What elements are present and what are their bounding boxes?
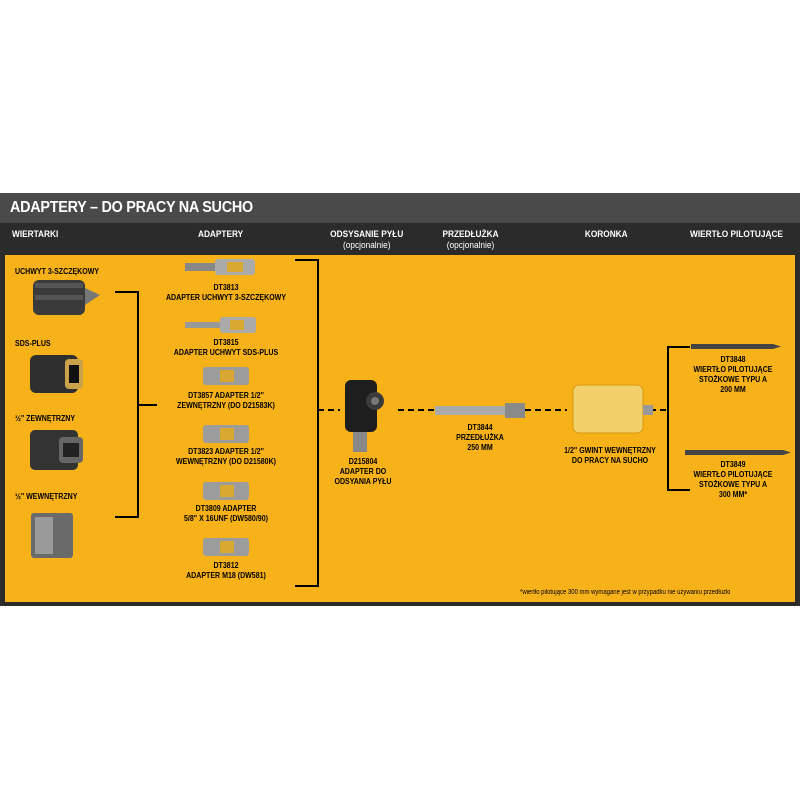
pilot-length: 300 MM* bbox=[718, 490, 748, 499]
adapter-label-dt3815: DT3815 ADAPTER UCHWYT SDS-PLUS bbox=[164, 338, 289, 358]
external-thread-icon bbox=[30, 430, 83, 470]
adapter-label-dt3857: DT3857 ADAPTER 1/2" ZEWNĘTRZNY (DO D2158… bbox=[164, 391, 289, 411]
adapter-code: DT3815 bbox=[213, 338, 239, 347]
pilot-bracket bbox=[667, 346, 690, 491]
pilot-drill-300-icon bbox=[685, 450, 791, 455]
adapter-desc: ADAPTER UCHWYT 3-SZCZĘKOWY bbox=[165, 293, 287, 302]
extension-rod-icon bbox=[435, 403, 525, 418]
internal-thread-icon bbox=[31, 513, 73, 558]
adapter-label-dt3812: DT3812 ADAPTER M18 (DW581) bbox=[164, 561, 289, 581]
extension-desc: PRZEDŁUŻKA bbox=[456, 433, 504, 442]
extension-length: 250 MM bbox=[467, 443, 493, 452]
header-dust-optional: (opcjonalnie) bbox=[343, 240, 391, 250]
diagram-panel: ADAPTERY – DO PRACY NA SUCHO WIERTARKI A… bbox=[0, 193, 800, 606]
drill-bracket bbox=[115, 291, 139, 518]
pilot-drill-200-icon bbox=[691, 344, 781, 349]
adapter-label-dt3809: DT3809 ADAPTER 5/8" X 16UNF (DW580/90) bbox=[164, 504, 289, 524]
dust-adapter-label: D215804 ADAPTER DO ODSYANIA PYŁU bbox=[328, 457, 398, 487]
connector-lines bbox=[115, 259, 690, 587]
drill-label-external: ½" ZEWNĘTRZNY bbox=[15, 414, 76, 423]
adapter-desc: 5/8" X 16UNF (DW580/90) bbox=[184, 514, 268, 523]
pilot-desc-2: STOŻKOWE TYPU A bbox=[698, 375, 768, 384]
pilot-desc-2: STOŻKOWE TYPU A bbox=[698, 480, 768, 489]
drill-label-internal: ½" WEWNĘTRZNY bbox=[15, 492, 78, 501]
header-dust: ODSYSANIE PYŁU (opcjonalnie) bbox=[330, 229, 403, 251]
adapter-desc: ZEWNĘTRZNY (DO D21583K) bbox=[177, 401, 275, 410]
title-bar: ADAPTERY – DO PRACY NA SUCHO bbox=[0, 193, 800, 223]
sds-plus-chuck-icon bbox=[30, 355, 83, 393]
adapter-code: DT3857 ADAPTER 1/2" bbox=[188, 391, 264, 400]
dust-desc-1: ADAPTER DO bbox=[339, 467, 387, 476]
adapter-code: DT3823 ADAPTER 1/2" bbox=[188, 447, 264, 456]
diagram-body: UCHWYT 3-SZCZĘKOWY SDS-PLUS ½" ZEWNĘTRZN… bbox=[5, 255, 795, 602]
header-dust-label: ODSYSANIE PYŁU bbox=[330, 229, 404, 239]
core-bit-icon bbox=[572, 384, 653, 434]
adapter-code: DT3812 bbox=[213, 561, 239, 570]
adapter-dt3809-icon bbox=[203, 482, 249, 500]
page-title: ADAPTERY – DO PRACY NA SUCHO bbox=[10, 199, 253, 216]
adapter-code: DT3813 bbox=[213, 283, 239, 292]
adapter-dt3823-icon bbox=[203, 425, 249, 443]
three-jaw-chuck-icon bbox=[33, 280, 100, 315]
adapter-desc: ADAPTER M18 (DW581) bbox=[186, 571, 266, 580]
adapter-label-dt3813: DT3813 ADAPTER UCHWYT 3-SZCZĘKOWY bbox=[164, 283, 289, 303]
pilot-desc-1: WIERTŁO PILOTUJĄCE bbox=[693, 365, 773, 374]
adapter-bracket bbox=[295, 259, 319, 587]
dust-adapter-icon bbox=[345, 380, 384, 452]
adapter-dt3813-icon bbox=[185, 259, 255, 275]
header-adapters: ADAPTERY bbox=[197, 229, 244, 239]
pilot-label-dt3849: DT3849 WIERTŁO PILOTUJĄCE STOŻKOWE TYPU … bbox=[689, 460, 777, 500]
adapter-label-dt3823: DT3823 ADAPTER 1/2" WEWNĘTRZNY (DO D2158… bbox=[164, 447, 289, 467]
header-drills: WIERTARKI bbox=[12, 229, 59, 239]
header-core: KORONKA bbox=[584, 229, 628, 239]
core-desc-2: DO PRACY NA SUCHO bbox=[571, 456, 649, 465]
drill-label-sds-plus: SDS-PLUS bbox=[15, 339, 51, 348]
extension-code: DT3844 bbox=[467, 423, 493, 432]
core-bit-label: 1/2" GWINT WEWNĘTRZNY DO PRACY NA SUCHO bbox=[553, 446, 667, 466]
drill-label-three-jaw: UCHWYT 3-SZCZĘKOWY bbox=[15, 267, 100, 276]
dust-code: D215804 bbox=[348, 457, 378, 466]
adapter-code: DT3809 ADAPTER bbox=[195, 504, 257, 513]
adapter-desc: WEWNĘTRZNY (DO D21580K) bbox=[175, 457, 277, 466]
adapter-dt3815-icon bbox=[185, 317, 256, 333]
footnote: *wiertło pilotujące 300 mm wymagane jest… bbox=[520, 589, 731, 596]
header-extension: PRZEDŁUŻKA (opcjonalnie) bbox=[442, 229, 498, 251]
pilot-desc-1: WIERTŁO PILOTUJĄCE bbox=[693, 470, 773, 479]
adapter-dt3812-icon bbox=[203, 538, 249, 556]
header-extension-label: PRZEDŁUŻKA bbox=[442, 229, 499, 239]
adapter-dt3857-icon bbox=[203, 367, 249, 385]
pilot-label-dt3848: DT3848 WIERTŁO PILOTUJĄCE STOŻKOWE TYPU … bbox=[689, 355, 777, 395]
diagram-graphics bbox=[30, 259, 791, 587]
pilot-code: DT3849 bbox=[720, 460, 746, 469]
header-extension-optional: (opcjonalnie) bbox=[446, 240, 495, 250]
pilot-code: DT3848 bbox=[720, 355, 746, 364]
dust-desc-2: ODSYANIA PYŁU bbox=[334, 477, 392, 486]
pilot-length: 200 MM bbox=[720, 385, 746, 394]
adapter-desc: ADAPTER UCHWYT SDS-PLUS bbox=[173, 348, 279, 357]
core-desc-1: 1/2" GWINT WEWNĘTRZNY bbox=[564, 446, 656, 455]
extension-label: DT3844 PRZEDŁUŻKA 250 MM bbox=[442, 423, 518, 453]
header-pilot: WIERTŁO PILOTUJĄCE bbox=[690, 229, 783, 239]
